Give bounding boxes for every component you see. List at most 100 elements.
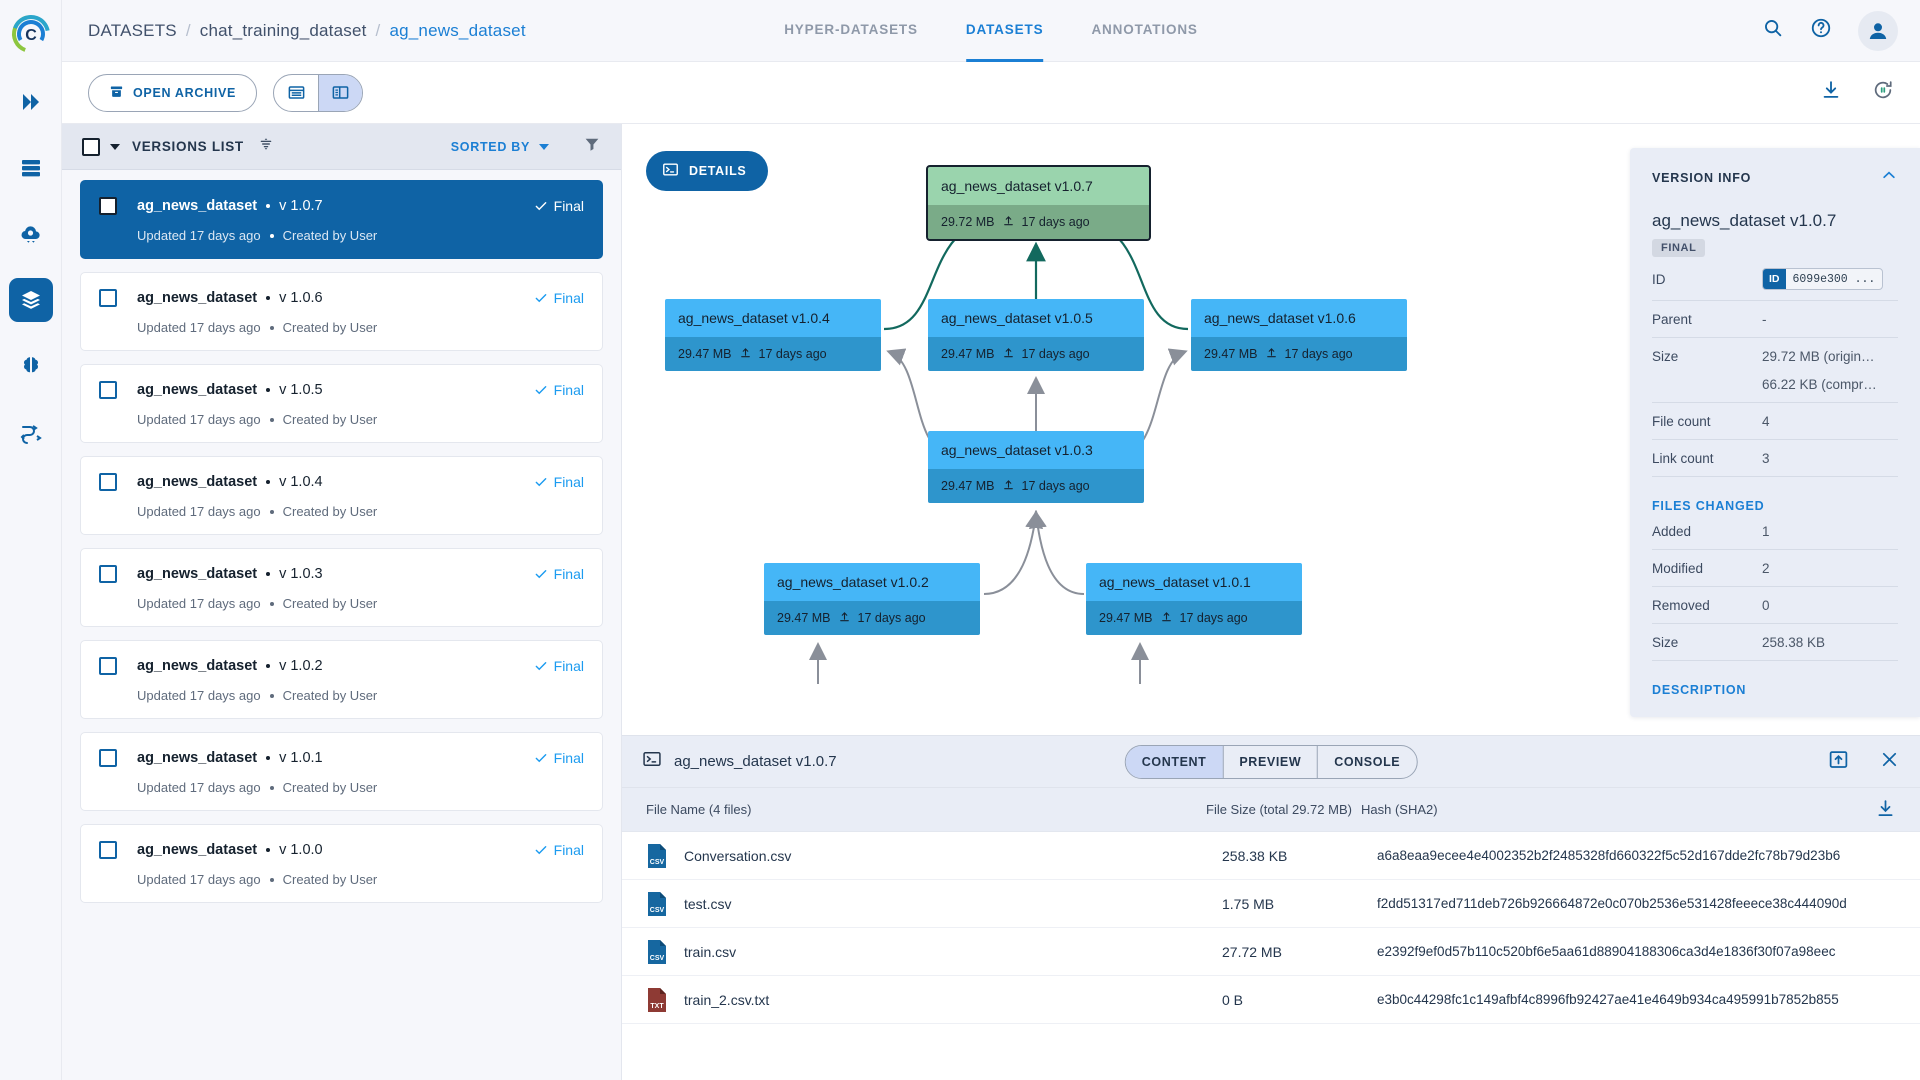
sidebar-item-reports[interactable]	[9, 410, 53, 454]
app-logo-icon[interactable]: C	[7, 10, 55, 58]
breadcrumb-project[interactable]: chat_training_dataset	[199, 20, 367, 40]
close-icon[interactable]	[1879, 749, 1900, 775]
version-checkbox[interactable]	[99, 289, 117, 307]
download-icon[interactable]	[1820, 79, 1842, 106]
sidebar-item-pipelines[interactable]	[9, 80, 53, 124]
graph-node-v1-0-5[interactable]: ag_news_dataset v1.0.5 29.47 MB 17 days …	[928, 299, 1144, 371]
file-table-body[interactable]: CSV Conversation.csv 258.38 KB a6a8eaa9e…	[622, 832, 1920, 1080]
version-name: ag_news_dataset	[137, 566, 258, 582]
svg-text:CSV: CSV	[650, 859, 665, 866]
versions-list-body[interactable]: ag_news_dataset v 1.0.7 Final Updated 17…	[62, 170, 621, 1080]
graph-node-time: 17 days ago	[1021, 347, 1090, 361]
download-icon[interactable]	[1875, 798, 1896, 822]
search-icon[interactable]	[1762, 17, 1784, 44]
status-badge: Final	[534, 842, 584, 858]
help-icon[interactable]	[1810, 17, 1832, 44]
row-value: 1	[1762, 524, 1770, 539]
version-card[interactable]: ag_news_dataset v 1.0.1 Final Updated 17…	[80, 732, 603, 811]
sidebar-item-workers[interactable]	[9, 146, 53, 190]
csv-file-icon: CSV	[646, 939, 668, 965]
breadcrumb-separator: /	[375, 20, 381, 40]
graph-node-v1-0-1[interactable]: ag_news_dataset v1.0.1 29.47 MB 17 days …	[1086, 563, 1302, 635]
breadcrumb-current[interactable]: ag_news_dataset	[389, 20, 526, 40]
version-author: Created by User	[282, 504, 378, 519]
version-card[interactable]: ag_news_dataset v 1.0.5 Final Updated 17…	[80, 364, 603, 443]
terminal-icon	[642, 749, 662, 774]
table-row[interactable]: CSV Conversation.csv 258.38 KB a6a8eaa9e…	[622, 832, 1920, 880]
version-checkbox[interactable]	[99, 197, 117, 215]
list-view-button[interactable]	[274, 75, 318, 111]
tab-content[interactable]: CONTENT	[1125, 745, 1223, 778]
graph-node-v1-0-7[interactable]: ag_news_dataset v1.0.7 29.72 MB 17 days …	[926, 165, 1151, 241]
graph-node-v1-0-4[interactable]: ag_news_dataset v1.0.4 29.47 MB 17 days …	[665, 299, 881, 371]
row-value: 29.72 MB (origin…	[1762, 349, 1875, 364]
status-label: Final	[553, 290, 584, 306]
tab-preview[interactable]: PREVIEW	[1222, 745, 1317, 778]
graph-node-title: ag_news_dataset v1.0.7	[928, 167, 1149, 205]
sidebar-item-autoscalers[interactable]	[9, 212, 53, 256]
version-checkbox[interactable]	[99, 565, 117, 583]
version-card[interactable]: ag_news_dataset v 1.0.0 Final Updated 17…	[80, 824, 603, 903]
tab-datasets[interactable]: DATASETS	[965, 0, 1044, 62]
popout-icon[interactable]	[1828, 749, 1849, 775]
tab-annotations[interactable]: ANNOTATIONS	[1091, 21, 1198, 37]
separator-dot	[269, 417, 274, 422]
csv-file-icon: CSV	[646, 891, 668, 917]
row-key: Added	[1652, 524, 1692, 539]
tab-console[interactable]: CONSOLE	[1317, 745, 1416, 778]
row-value: 66.22 KB (compr…	[1762, 377, 1877, 392]
sort-icon[interactable]	[258, 136, 274, 157]
graph-node-v1-0-3[interactable]: ag_news_dataset v1.0.3 29.47 MB 17 days …	[928, 431, 1144, 503]
version-checkbox[interactable]	[99, 749, 117, 767]
version-info-row-size: Size 29.72 MB (origin…	[1652, 338, 1898, 366]
chevron-up-icon[interactable]	[1880, 166, 1898, 189]
graph-node-v1-0-6[interactable]: ag_news_dataset v1.0.6 29.47 MB 17 days …	[1191, 299, 1407, 371]
separator-dot	[269, 233, 274, 238]
left-icon-rail: C	[0, 0, 62, 1080]
upload-icon	[1160, 610, 1173, 626]
graph-node-v1-0-2[interactable]: ag_news_dataset v1.0.2 29.47 MB 17 days …	[764, 563, 980, 635]
version-checkbox[interactable]	[99, 657, 117, 675]
graph-node-meta: 29.47 MB 17 days ago	[928, 469, 1144, 503]
table-row[interactable]: TXT train_2.csv.txt 0 B e3b0c44298fc1c14…	[622, 976, 1920, 1024]
chevron-down-icon[interactable]	[110, 143, 120, 150]
graph-node-time: 17 days ago	[857, 611, 926, 625]
separator-dot	[266, 756, 271, 760]
upload-icon	[1002, 478, 1015, 494]
details-button[interactable]: DETAILS	[646, 151, 769, 191]
id-chip[interactable]: ID 6099e300 ...	[1762, 268, 1884, 290]
file-name: Conversation.csv	[684, 847, 792, 864]
version-updated: Updated 17 days ago	[137, 780, 261, 795]
version-checkbox[interactable]	[99, 473, 117, 491]
version-card[interactable]: ag_news_dataset v 1.0.3 Final Updated 17…	[80, 548, 603, 627]
version-card[interactable]: ag_news_dataset v 1.0.7 Final Updated 17…	[80, 180, 603, 259]
file-name: test.csv	[684, 895, 732, 912]
tab-hyper-datasets[interactable]: HYPER-DATASETS	[784, 21, 918, 37]
open-archive-button[interactable]: OPEN ARCHIVE	[88, 73, 258, 112]
version-card[interactable]: ag_news_dataset v 1.0.4 Final Updated 17…	[80, 456, 603, 535]
row-value: 258.38 KB	[1762, 635, 1826, 650]
status-badge: Final	[534, 382, 584, 398]
description-title: DESCRIPTION	[1652, 683, 1747, 697]
file-hash: a6a8eaa9ecee4e4002352b2f2485328fd660322f…	[1377, 848, 1841, 863]
filter-icon[interactable]	[583, 135, 601, 158]
table-row[interactable]: CSV test.csv 1.75 MB f2dd51317ed711deb72…	[622, 880, 1920, 928]
breadcrumb-datasets[interactable]: DATASETS	[88, 20, 177, 40]
sidebar-item-models[interactable]	[9, 344, 53, 388]
file-content-panel: ag_news_dataset v1.0.7 CONTENT PREVIEW C…	[622, 735, 1920, 1080]
version-card[interactable]: ag_news_dataset v 1.0.2 Final Updated 17…	[80, 640, 603, 719]
graph-node-size: 29.47 MB	[1204, 347, 1258, 361]
select-all-checkbox[interactable]	[82, 137, 100, 156]
table-row[interactable]: CSV train.csv 27.72 MB e2392f9ef0d57b110…	[622, 928, 1920, 976]
sidebar-item-datasets[interactable]	[8, 278, 53, 322]
split-view-button[interactable]	[318, 74, 363, 111]
sorted-by-label: SORTED BY	[450, 139, 530, 154]
refresh-icon[interactable]	[1872, 79, 1894, 106]
version-card[interactable]: ag_news_dataset v 1.0.6 Final Updated 17…	[80, 272, 603, 351]
version-checkbox[interactable]	[99, 381, 117, 399]
status-badge: Final	[534, 566, 584, 582]
row-key: Removed	[1652, 598, 1710, 613]
sorted-by-dropdown[interactable]: SORTED BY	[451, 140, 549, 154]
user-avatar[interactable]	[1858, 10, 1898, 51]
version-checkbox[interactable]	[99, 841, 117, 859]
